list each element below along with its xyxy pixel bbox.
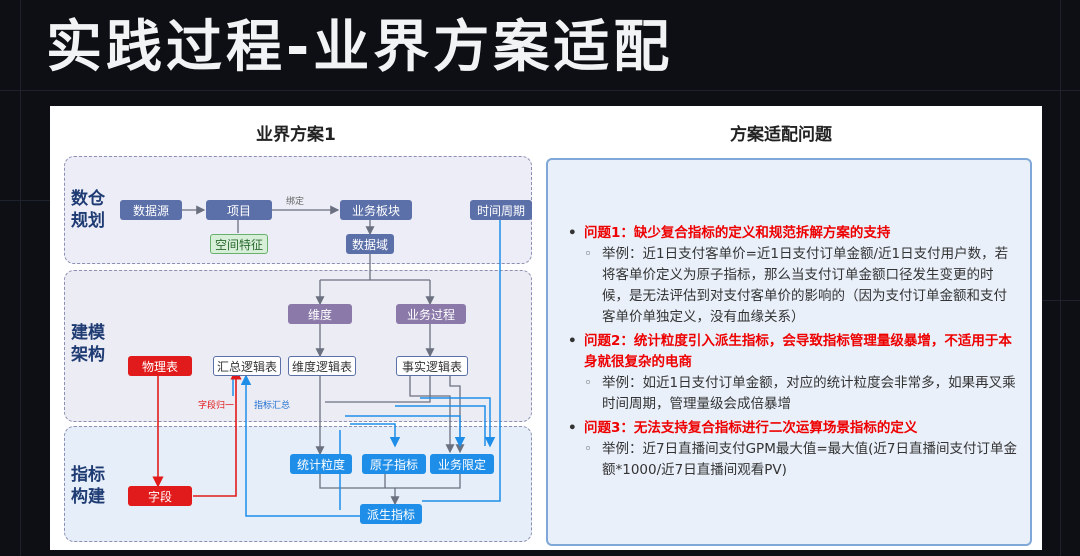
zone-label-text: 数仓 xyxy=(71,189,105,209)
issues-list: 问题1：缺少复合指标的定义和规范拆解方案的支持 举例：近1日支付客单价=近1日支… xyxy=(568,220,1018,481)
zone-label-text: 指标 xyxy=(71,465,105,485)
question-item: 问题2：统计粒度引入派生指标，会导致指标管理量级暴增，不适用于本身就很复杂的电商 xyxy=(568,331,1018,373)
question-item: 问题3：无法支持复合指标进行二次运算场景指标的定义 xyxy=(568,418,1018,439)
node-time-period: 时间周期 xyxy=(470,200,532,220)
issues-panel: 问题1：缺少复合指标的定义和规范拆解方案的支持 举例：近1日支付客单价=近1日支… xyxy=(546,158,1032,546)
node-dimension: 维度 xyxy=(288,304,352,324)
example-item: 举例：近7日直播间支付GPM最大值=最大值(近7日直播间支付订单金额*1000/… xyxy=(568,439,1018,481)
node-data-domain: 数据域 xyxy=(346,234,394,254)
background-line xyxy=(1042,300,1080,301)
background-line xyxy=(0,90,1080,91)
node-stat-granularity: 统计粒度 xyxy=(290,454,352,474)
node-derived-metric: 派生指标 xyxy=(360,504,422,524)
background-line xyxy=(0,200,50,201)
node-atomic-metric: 原子指标 xyxy=(362,454,426,474)
background-line xyxy=(1060,0,1061,556)
node-business-block: 业务板块 xyxy=(340,200,412,220)
content-card: 业界方案1 数仓规划 建模架构 指标构建 xyxy=(50,106,1042,550)
node-spatial-feature: 空间特征 xyxy=(210,234,268,254)
right-section-title: 方案适配问题 xyxy=(730,125,832,145)
example-item: 举例：近1日支付客单价=近1日支付订单金额/近1日支付用户数，若将客单价定义为原… xyxy=(568,244,1018,328)
background-line xyxy=(20,0,21,556)
node-business-limit: 业务限定 xyxy=(430,454,494,474)
edge-label-bind: 绑定 xyxy=(286,197,305,207)
edge-label-metric-summary: 指标汇总 xyxy=(254,401,291,411)
zone-label-text: 规划 xyxy=(71,211,105,231)
zone-label-text: 架构 xyxy=(71,345,105,365)
left-section-title: 业界方案1 xyxy=(256,125,336,145)
zone-label-text: 建模 xyxy=(71,323,105,343)
node-fact-logic-table: 事实逻辑表 xyxy=(396,356,468,376)
example-item: 举例：如近1日支付订单金额，对应的统计粒度会非常多，如果再叉乘时间周期，管理量级… xyxy=(568,373,1018,415)
edge-label-field-unify: 字段归一 xyxy=(198,401,235,411)
node-project: 项目 xyxy=(206,200,272,220)
node-summary-logic-table: 汇总逻辑表 xyxy=(213,356,281,376)
slide-title: 实践过程-业界方案适配 xyxy=(46,15,674,80)
node-datasource: 数据源 xyxy=(120,200,182,220)
node-business-process: 业务过程 xyxy=(396,304,466,324)
question-item: 问题1：缺少复合指标的定义和规范拆解方案的支持 xyxy=(568,223,1018,244)
node-field: 字段 xyxy=(128,486,192,506)
zone-label-text: 构建 xyxy=(71,487,105,507)
zone-modeling-architecture xyxy=(64,270,532,422)
node-physical-table: 物理表 xyxy=(128,356,192,376)
node-dimension-logic-table: 维度逻辑表 xyxy=(288,356,356,376)
diagram-edges xyxy=(152,205,501,517)
zone-label-metrics: 指标构建 xyxy=(68,464,108,508)
zone-label-modeling: 建模架构 xyxy=(68,322,108,366)
zone-label-planning: 数仓规划 xyxy=(68,188,108,232)
